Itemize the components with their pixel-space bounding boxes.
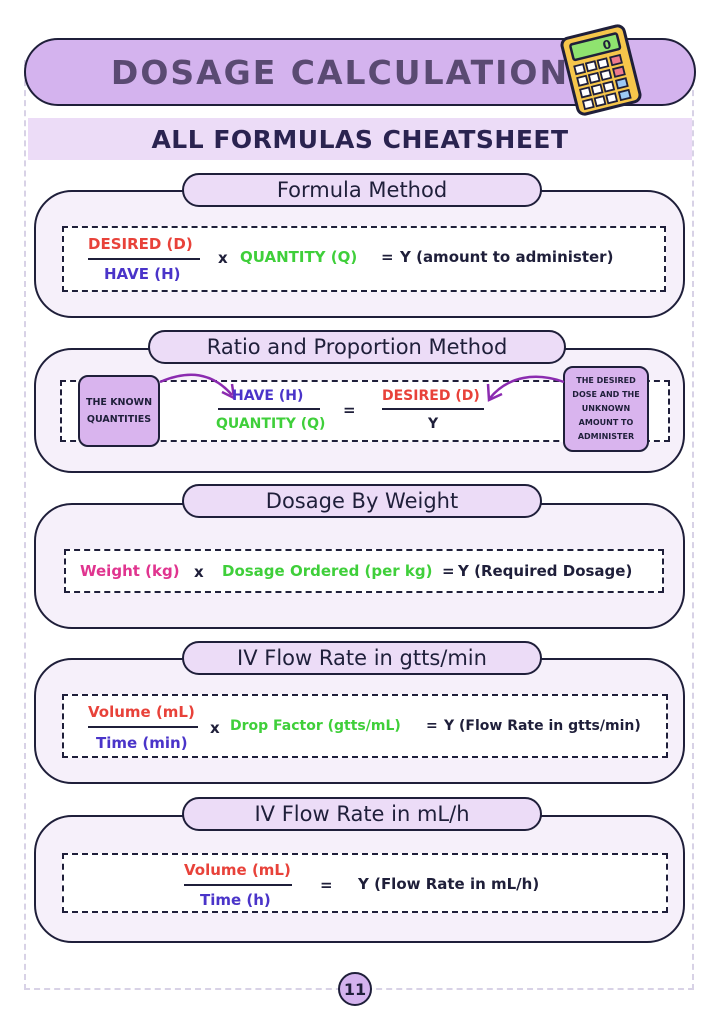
equals-sign: = — [426, 718, 438, 734]
ratio-have: HAVE (H) — [232, 388, 304, 404]
calculator-icon: 0 — [560, 24, 642, 116]
page-title: DOSAGE CALCULATION — [110, 52, 570, 92]
note-desired-dose: THE DESIRED DOSE AND THE UNKNOWN AMOUNT … — [563, 366, 649, 452]
subtitle-band: ALL FORMULAS CHEATSHEET — [28, 118, 692, 160]
equals-sign: = — [381, 248, 394, 266]
page-number: 11 — [338, 972, 372, 1006]
formula-have: HAVE (H) — [104, 265, 181, 283]
fraction-line — [88, 726, 198, 728]
iv-ml-result: Y (Flow Rate in mL/h) — [358, 875, 540, 893]
fraction-line — [184, 884, 292, 886]
note-known-quantities: THE KNOWN QUANTITIES — [78, 375, 160, 447]
formula-result: Y (amount to administer) — [400, 248, 614, 266]
dosage-ordered: Dosage Ordered (per kg) — [222, 562, 433, 580]
times-sign: x — [218, 249, 228, 267]
iv-ml-time: Time (h) — [200, 891, 271, 909]
equals-sign: = — [343, 401, 356, 419]
weight-method-box — [64, 549, 664, 593]
ratio-method-heading: Ratio and Proportion Method — [148, 330, 566, 364]
fraction-line — [88, 258, 200, 260]
fraction-line — [218, 408, 320, 410]
page-subtitle: ALL FORMULAS CHEATSHEET — [151, 124, 569, 154]
calculator-display: 0 — [601, 37, 612, 53]
iv-gtts-time: Time (min) — [96, 734, 188, 752]
iv-gtts-volume: Volume (mL) — [88, 703, 195, 721]
ratio-y: Y — [428, 416, 439, 432]
iv-gtts-heading: IV Flow Rate in gtts/min — [182, 641, 542, 675]
formula-method-heading: Formula Method — [182, 173, 542, 207]
iv-ml-volume: Volume (mL) — [184, 861, 291, 879]
formula-desired: DESIRED (D) — [88, 235, 193, 253]
weight-result: Y (Required Dosage) — [458, 562, 633, 580]
drop-factor: Drop Factor (gtts/mL) — [230, 718, 401, 734]
times-sign: x — [194, 563, 204, 581]
ratio-quantity: QUANTITY (Q) — [216, 416, 326, 432]
ratio-desired: DESIRED (D) — [382, 388, 480, 404]
iv-ml-box — [62, 853, 668, 913]
fraction-line — [382, 408, 484, 410]
equals-sign: = — [442, 562, 455, 580]
equals-sign: = — [320, 876, 333, 894]
iv-ml-heading: IV Flow Rate in mL/h — [182, 797, 542, 831]
formula-quantity: QUANTITY (Q) — [240, 248, 358, 266]
weight-method-heading: Dosage By Weight — [182, 484, 542, 518]
iv-gtts-result: Y (Flow Rate in gtts/min) — [444, 718, 641, 734]
times-sign: x — [210, 719, 220, 737]
weight-kg: Weight (kg) — [80, 562, 180, 580]
